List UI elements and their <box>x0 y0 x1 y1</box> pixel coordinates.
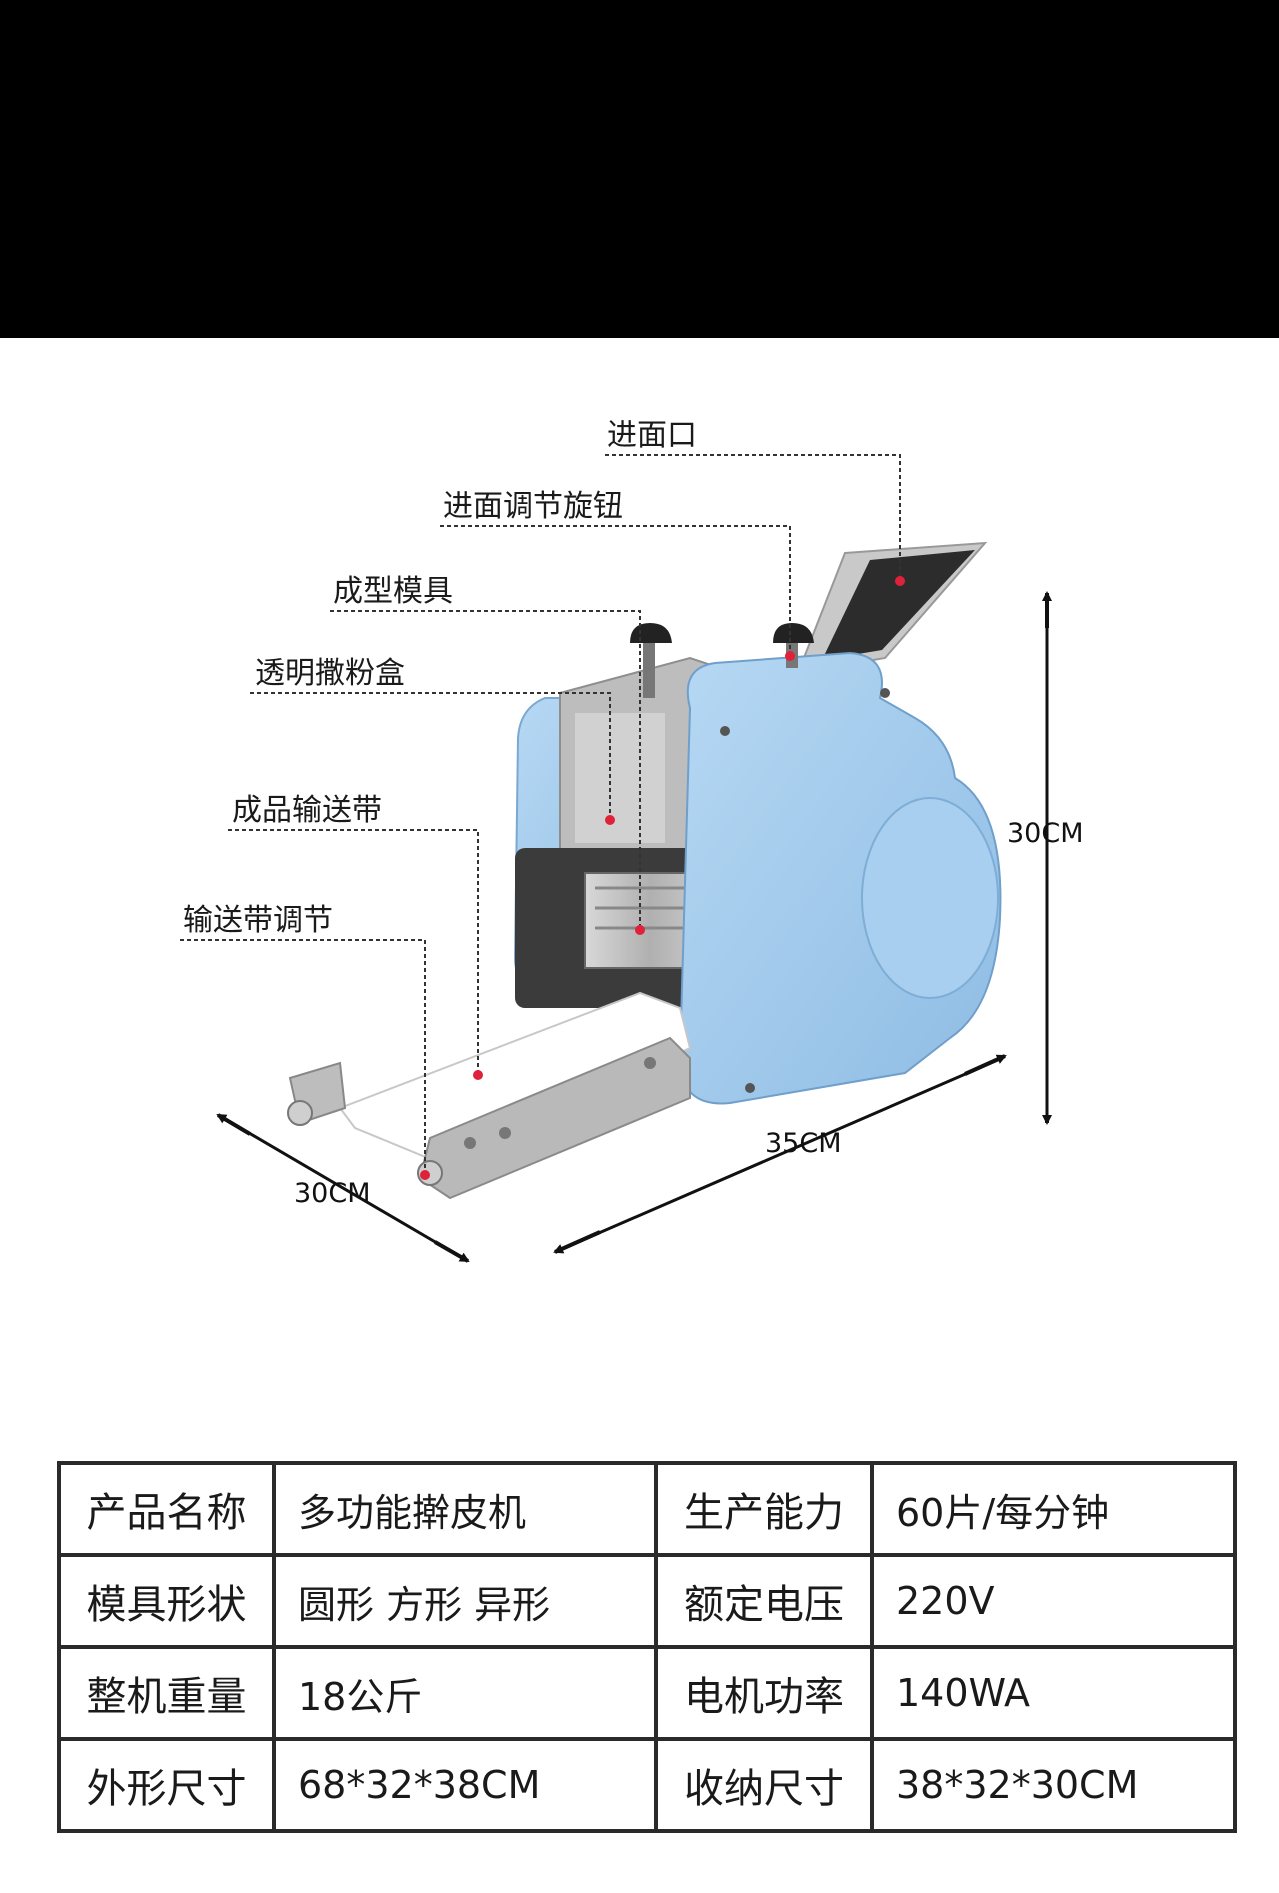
spec-table: 产品名称 多功能擀皮机 生产能力 60片/每分钟 模具形状 圆形 方形 异形 额… <box>57 1461 1237 1833</box>
leader-lines <box>180 454 901 1173</box>
callout-feed-knob: 进面调节旋钮 <box>443 489 623 524</box>
callout-feed-inlet: 进面口 <box>607 418 697 453</box>
callout-conveyor-adjust: 输送带调节 <box>183 903 333 938</box>
table-row: 产品名称 多功能擀皮机 生产能力 60片/每分钟 <box>57 1461 1237 1557</box>
table-row: 整机重量 18公斤 电机功率 140WA <box>57 1645 1237 1741</box>
spec-value: 220V <box>870 1553 1237 1649</box>
conveyor-belt <box>287 991 692 1200</box>
dimension-arrows <box>216 591 1052 1263</box>
spec-value: 18公斤 <box>272 1645 658 1741</box>
callout-conveyor: 成品输送带 <box>232 793 382 828</box>
spec-value: 38*32*30CM <box>870 1737 1237 1833</box>
table-row: 模具形状 圆形 方形 异形 额定电压 220V <box>57 1553 1237 1649</box>
spec-value: 圆形 方形 异形 <box>272 1553 658 1649</box>
machine-illustration <box>180 454 1052 1263</box>
spec-key: 外形尺寸 <box>57 1737 276 1833</box>
spec-value: 60片/每分钟 <box>870 1461 1237 1557</box>
callout-flour-box: 透明撒粉盒 <box>255 656 405 691</box>
spec-value: 多功能擀皮机 <box>272 1461 658 1557</box>
spec-key: 整机重量 <box>57 1645 276 1741</box>
spec-key: 模具形状 <box>57 1553 276 1649</box>
dimension-depth-label: 30CM <box>294 1178 371 1209</box>
machine-diagram: 进面口 进面调节旋钮 成型模具 透明撒粉盒 成品输送带 输送带调节 30CM 3… <box>0 338 1279 1388</box>
spec-key: 电机功率 <box>654 1645 874 1741</box>
callout-dots <box>420 576 905 1180</box>
feed-hopper <box>796 541 988 675</box>
spec-key: 生产能力 <box>654 1461 874 1557</box>
callout-mold: 成型模具 <box>333 574 453 609</box>
dimension-height-label: 30CM <box>1007 818 1084 849</box>
machine-front-body <box>678 651 1002 1105</box>
table-row: 外形尺寸 68*32*38CM 收纳尺寸 38*32*30CM <box>57 1737 1237 1833</box>
spec-value: 140WA <box>870 1645 1237 1741</box>
flour-box-panel <box>559 656 721 880</box>
dimension-width-label: 35CM <box>765 1128 842 1159</box>
spec-key: 收纳尺寸 <box>654 1737 874 1833</box>
spec-value: 68*32*38CM <box>272 1737 658 1833</box>
spec-key: 产品名称 <box>57 1461 276 1557</box>
spec-key: 额定电压 <box>654 1553 874 1649</box>
top-black-band <box>0 0 1279 338</box>
